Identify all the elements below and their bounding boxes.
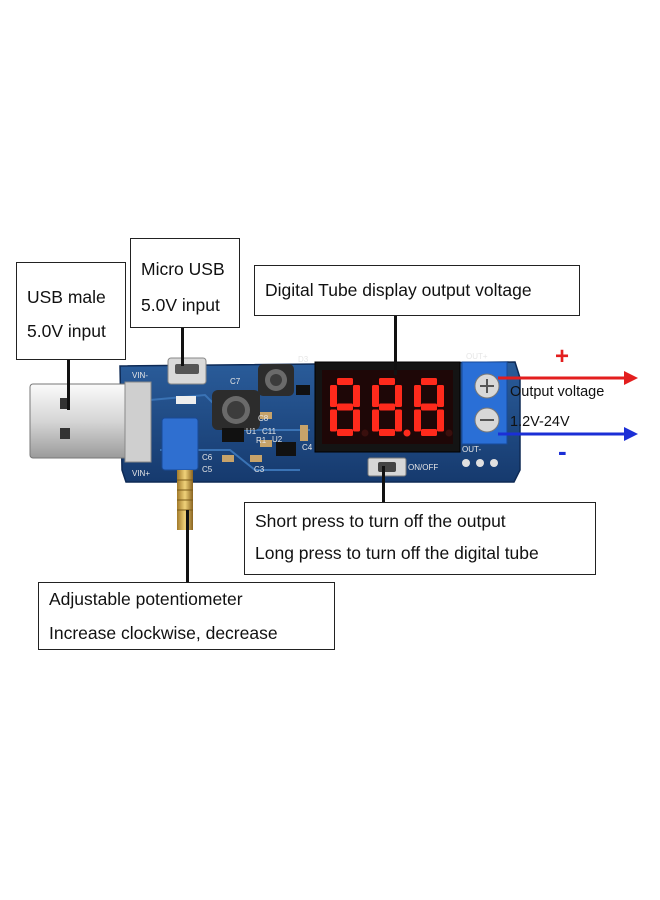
- callout-micro-usb-line1: Micro USB: [141, 259, 225, 279]
- callout-usb-male: USB male 5.0V input: [16, 262, 126, 360]
- output-plus-sign: +: [555, 343, 570, 370]
- digit-3-segment-a: [421, 378, 437, 385]
- silk-c11: C11: [262, 427, 277, 436]
- digit-1-segment-e: [330, 409, 337, 432]
- micro-usb-port: [167, 357, 207, 385]
- potentiometer: [161, 417, 199, 530]
- silk-r1: R1: [256, 436, 267, 445]
- silk-c5: C5: [202, 465, 213, 474]
- callout-potentiometer: Adjustable potentiometer Increase clockw…: [38, 582, 335, 650]
- callout-button: Short press to turn off the output Long …: [244, 502, 596, 575]
- callout-usb-male-line2: 5.0V input: [27, 321, 106, 341]
- silk-c4: C4: [302, 443, 313, 452]
- callout-potentiometer-line2: Increase clockwise, decrease: [49, 623, 278, 643]
- digit-3-segment-g: [421, 403, 437, 411]
- output-pads: [462, 459, 498, 467]
- digit-2-segment-c: [395, 409, 402, 432]
- digit-1-segment-c: [353, 409, 360, 432]
- digit-2-segment-b: [395, 385, 402, 407]
- digit-1-segment-f: [330, 385, 337, 407]
- on-off-push-button: [367, 457, 407, 477]
- leader-display: [394, 315, 397, 375]
- digit-1-segment-a: [337, 378, 353, 385]
- display-digits: [330, 378, 453, 437]
- inductor-small: [258, 364, 294, 396]
- digit-2-decimal-point: [403, 429, 411, 437]
- silk-vin-minus: VIN-: [132, 371, 148, 380]
- callout-display-line1: Digital Tube display output voltage: [265, 280, 532, 300]
- digit-3-segment-d: [421, 429, 437, 436]
- digit-1-segment-d: [337, 429, 353, 436]
- silk-out-plus: OUT+: [466, 352, 488, 361]
- digit-3-decimal-point: [445, 429, 453, 437]
- silk-c7: C7: [230, 377, 241, 386]
- silk-d3: D3: [298, 355, 309, 364]
- output-arrows: [498, 371, 638, 441]
- silk-out-minus: OUT-: [462, 445, 481, 454]
- leader-potentiometer: [186, 510, 189, 584]
- positive-arrow-head: [624, 371, 638, 385]
- digit-2-segment-d: [379, 429, 395, 436]
- silk-u1: U1: [246, 427, 257, 436]
- callout-button-line2: Long press to turn off the digital tube: [255, 543, 539, 563]
- digit-2-segment-g: [379, 403, 395, 411]
- digit-1-decimal-point: [361, 429, 369, 437]
- digit-1-segment-b: [353, 385, 360, 407]
- terminal-block: [461, 361, 508, 445]
- callout-micro-usb-line2: 5.0V input: [141, 295, 220, 315]
- leader-usb-male: [67, 360, 70, 410]
- silk-c6: C6: [202, 453, 213, 462]
- smd-components: [176, 385, 310, 462]
- leader-micro-usb: [181, 326, 184, 366]
- digit-2-segment-e: [372, 409, 379, 432]
- output-label-line2: 1.2V-24V: [510, 414, 570, 430]
- negative-arrow-head: [624, 427, 638, 441]
- digit-3-segment-f: [414, 385, 421, 407]
- callout-button-line1: Short press to turn off the output: [255, 511, 506, 531]
- silk-on-off: ON/OFF: [408, 463, 438, 472]
- silk-vin-plus: VIN+: [132, 469, 150, 478]
- callout-display: Digital Tube display output voltage: [254, 265, 580, 316]
- leader-button: [382, 466, 385, 504]
- callout-usb-male-line1: USB male: [27, 287, 106, 307]
- silk-c3: C3: [254, 465, 265, 474]
- digit-2-segment-a: [379, 378, 395, 385]
- output-label-line1: Output voltage: [510, 384, 605, 400]
- digit-3-segment-e: [414, 409, 421, 432]
- silkscreen: OUT+ OUT- ON/OFF VIN- VIN+ C7 C8 C11 C5 …: [132, 352, 488, 478]
- callout-micro-usb: Micro USB 5.0V input: [130, 238, 240, 328]
- digit-1-segment-g: [337, 403, 353, 411]
- usb-male-plug: [29, 381, 152, 463]
- digit-2-segment-f: [372, 385, 379, 407]
- digit-3-segment-c: [437, 409, 444, 432]
- silk-c8: C8: [258, 414, 269, 423]
- digit-3-segment-b: [437, 385, 444, 407]
- callout-potentiometer-line1: Adjustable potentiometer: [49, 589, 243, 609]
- silk-u2: U2: [272, 435, 283, 444]
- inductor-large: [212, 390, 260, 430]
- output-minus-sign: -: [558, 436, 567, 466]
